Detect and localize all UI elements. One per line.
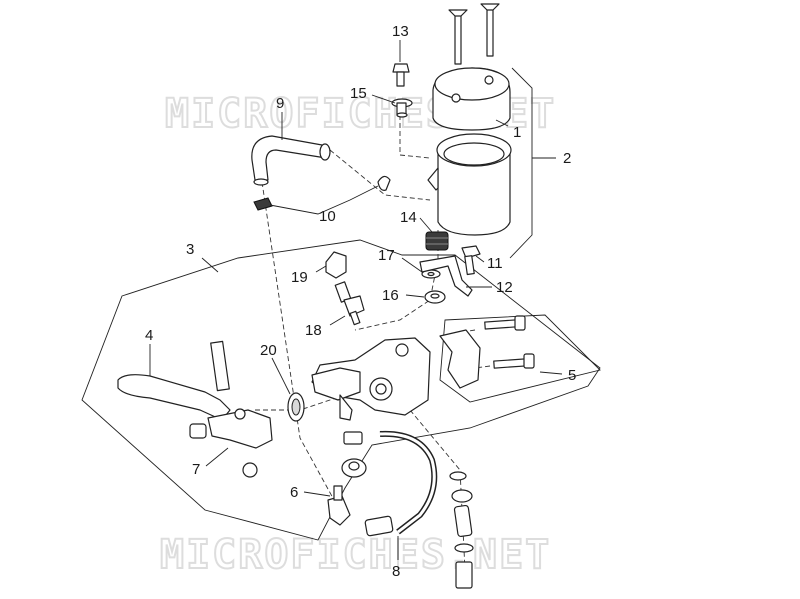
leader-15 (371, 94, 396, 104)
group-3-outline (81, 239, 601, 541)
leader-16 (405, 294, 425, 298)
callout-6: 6 (290, 484, 298, 501)
callout-10: 10 (319, 208, 336, 225)
callout-14: 14 (400, 209, 417, 226)
leader-17 (401, 257, 423, 273)
part-6-banjo (327, 458, 367, 526)
callout-18: 18 (305, 322, 322, 339)
part-4-lever (117, 340, 273, 478)
leader-11 (475, 255, 485, 263)
part-16-nut (424, 290, 446, 304)
leader-14 (419, 217, 433, 233)
group-5-outline (439, 314, 601, 403)
master-cylinder-body (311, 337, 431, 421)
part-19-cap (325, 251, 347, 279)
callout-17: 17 (378, 247, 395, 264)
part-20-bushing (287, 392, 305, 422)
watermark-bottom: MICROFICHES.NET (160, 532, 551, 578)
part-8-brake-hose (343, 430, 438, 537)
callout-12: 12 (496, 279, 513, 296)
leader-10 (269, 185, 379, 215)
callout-1: 1 (513, 124, 521, 141)
lower-fittings (449, 471, 474, 589)
part-10-clips (253, 175, 391, 211)
callout-5: 5 (568, 367, 576, 384)
part-5-clamp (439, 315, 535, 389)
leader-19 (315, 265, 327, 273)
callout-20: 20 (260, 342, 277, 359)
callout-13: 13 (392, 23, 409, 40)
callout-9: 9 (276, 95, 284, 112)
part-14-seal (425, 231, 449, 251)
part-2-reservoir (427, 133, 512, 236)
assembly-line-a (261, 181, 346, 521)
callout-19: 19 (291, 269, 308, 286)
leader-6 (303, 491, 331, 497)
assembly-line-c (399, 115, 431, 159)
part-13-bolt (392, 63, 410, 87)
callout-3: 3 (186, 241, 194, 258)
part-11-bolt (461, 245, 481, 276)
leader-1 (495, 119, 509, 127)
part-9-hose (251, 135, 331, 186)
part-12-bracket (419, 255, 473, 297)
callout-11: 11 (487, 255, 503, 272)
part-1-reservoir-cap (432, 67, 511, 131)
callout-7: 7 (192, 461, 200, 478)
leader-5 (539, 371, 563, 375)
callout-16: 16 (382, 287, 399, 304)
part-18-bleed-valve (334, 281, 365, 326)
callout-8: 8 (392, 563, 400, 580)
leader-20 (271, 357, 291, 395)
assembly-line-b (329, 149, 431, 201)
callout-15: 15 (350, 85, 367, 102)
callout-4: 4 (145, 327, 153, 344)
callout-2: 2 (563, 150, 571, 167)
bracket-2 (509, 67, 533, 259)
leader-18 (329, 315, 346, 326)
leader-7 (205, 447, 229, 467)
leader-3 (201, 257, 219, 273)
part-15-washer (391, 98, 413, 118)
reservoir-cover-screws (448, 3, 500, 65)
